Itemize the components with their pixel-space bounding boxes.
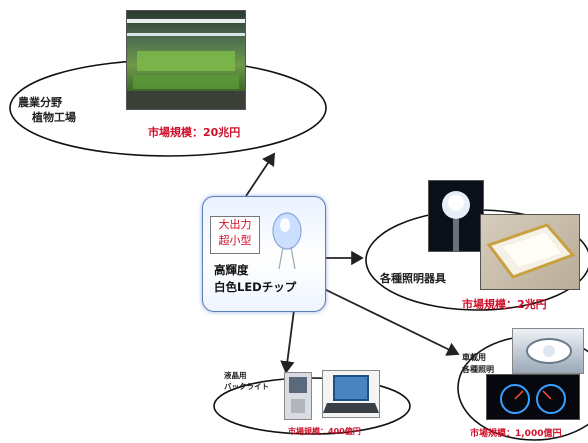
backlight-label-line2: バックライト — [224, 382, 269, 391]
led-chip-box — [202, 196, 326, 312]
dashboard-photo — [486, 374, 580, 420]
feature-box: 大出力 超小型 — [210, 216, 260, 254]
laptop-photo — [322, 370, 380, 418]
chip-name-line1: 高輝度 — [214, 263, 249, 277]
vehicle-label: 車載用 各種照明 — [462, 352, 494, 376]
led-icon — [272, 212, 302, 270]
lighting-label: 各種照明器具 — [380, 272, 446, 285]
plant-factory-photo — [126, 10, 246, 110]
vehicle-market-size: 市場規模：1,000億円 — [470, 429, 562, 439]
street-lamp-photo — [428, 180, 484, 252]
backlight-ellipse — [213, 377, 411, 435]
arrow-to-backlight — [280, 309, 295, 374]
backlight-label-line1: 液晶用 — [224, 371, 247, 380]
ceiling-light-photo — [480, 214, 580, 290]
vehicle-label-line2: 各種照明 — [462, 365, 494, 374]
arrow-to-vehicle — [317, 285, 460, 356]
vehicle-label-line1: 車載用 — [462, 353, 486, 362]
phone-photo — [284, 372, 312, 420]
agri-label-line1: 農業分野 — [18, 96, 62, 109]
headlight-photo — [512, 328, 584, 374]
chip-name-line2: 白色LEDチップ — [214, 280, 297, 294]
agri-label-line2: 植物工場 — [32, 110, 76, 124]
backlight-label: 液晶用 バックライト — [224, 370, 269, 392]
agri-label: 農業分野 植物工場 — [18, 96, 76, 126]
feature-line1: 大出力 — [218, 218, 252, 231]
backlight-market-size: 市場規模：400億円 — [288, 427, 361, 436]
lighting-market-size: 市場規模：2兆円 — [462, 298, 547, 311]
agri-market-size: 市場規模：20兆円 — [148, 126, 241, 139]
chip-name: 高輝度 白色LEDチップ — [214, 262, 314, 296]
arrow-to-agri — [245, 152, 275, 197]
feature-line2: 超小型 — [218, 234, 252, 247]
